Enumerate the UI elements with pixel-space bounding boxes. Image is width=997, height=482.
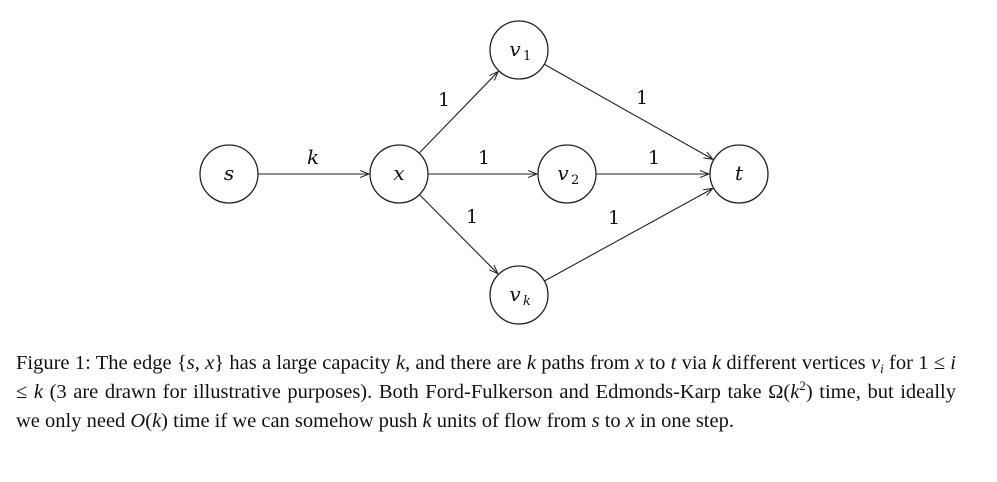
figure-label: Figure 1: xyxy=(16,352,91,374)
node-subscript-vk: k xyxy=(523,294,531,309)
node-subscript-v2: 2 xyxy=(571,173,579,188)
node-label-t: t xyxy=(735,161,744,185)
edge-v1-t xyxy=(543,63,713,159)
node-t: t xyxy=(709,144,769,204)
node-circle-s xyxy=(199,144,259,204)
edge-x-vk xyxy=(419,194,497,274)
node-label-v1: v xyxy=(509,37,521,61)
node-label-vk: v xyxy=(509,282,521,306)
node-subscript-v1: 1 xyxy=(523,49,531,64)
node-circle-v1 xyxy=(489,20,549,80)
edge-label-v1-t: 1 xyxy=(636,87,648,109)
node-s: s xyxy=(199,144,259,204)
edges-layer: k 1 1 1 1 1 1 xyxy=(258,63,713,282)
edge-label-x-v1: 1 xyxy=(438,89,450,111)
edge-x-v1 xyxy=(418,72,498,154)
edge-label-vk-t: 1 xyxy=(608,207,620,229)
node-label-v2: v xyxy=(557,161,569,185)
node-x: x xyxy=(369,144,429,204)
edge-label-v2-t: 1 xyxy=(648,147,660,169)
figure-caption: Figure 1: The edge {s, x} has a large ca… xyxy=(16,352,957,432)
node-circle-x xyxy=(369,144,429,204)
edge-vk-t xyxy=(544,188,712,282)
node-circle-t xyxy=(709,144,769,204)
edge-label-s-x: k xyxy=(307,145,319,169)
node-label-x: x xyxy=(393,161,404,185)
edge-label-x-v2: 1 xyxy=(478,147,490,169)
node-circle-vk xyxy=(489,265,549,325)
node-circle-v2 xyxy=(537,144,597,204)
node-label-s: s xyxy=(224,161,234,185)
edge-label-x-vk: 1 xyxy=(466,206,478,228)
